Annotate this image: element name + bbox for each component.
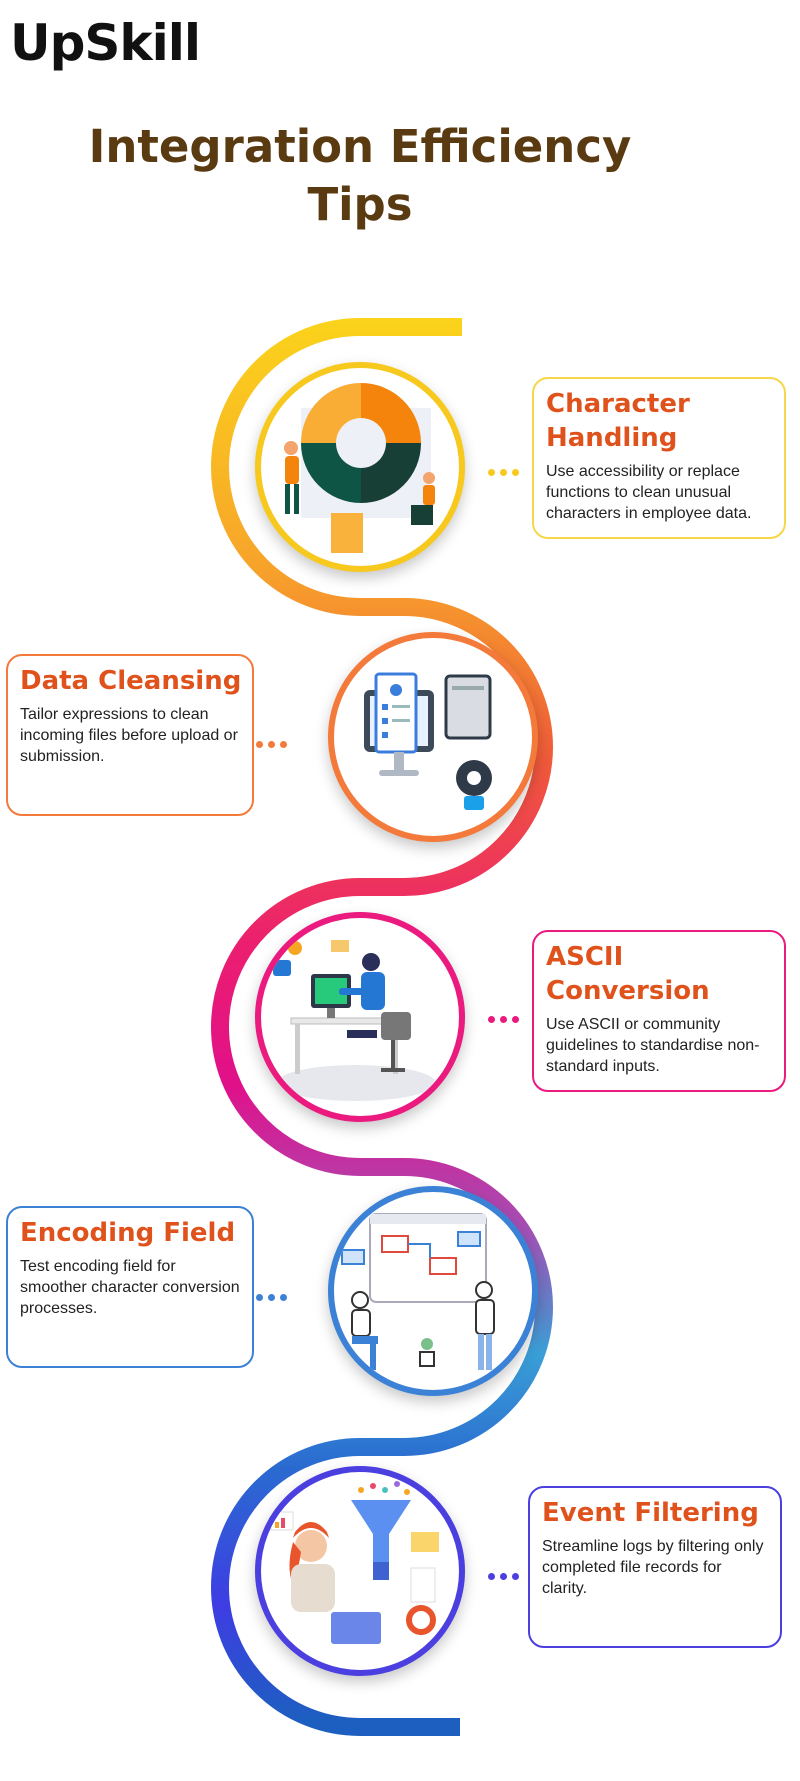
monitor-files-gear-icon xyxy=(364,672,492,810)
tip-1-card: Character Handling Use accessibility or … xyxy=(532,377,786,539)
tip-3-heading-line1: ASCII xyxy=(546,942,624,972)
tip-2-card: Data Cleansing Tailor expressions to cle… xyxy=(6,654,254,816)
upskill-logo[interactable]: UpSkill xyxy=(10,14,201,72)
tip-2-heading: Data Cleansing xyxy=(20,664,242,698)
tip-3-card: ASCII Conversion Use ASCII or community … xyxy=(532,930,786,1092)
tip-1-heading-line2: Handling xyxy=(546,423,678,453)
tip-4-card: Encoding Field Test encoding field for s… xyxy=(6,1206,254,1368)
tip-4-heading: Encoding Field xyxy=(20,1216,242,1250)
tip-2-connector-dots xyxy=(256,735,292,753)
tip-3-heading-line2: Conversion xyxy=(546,976,710,1006)
tip-4-heading-line1: Encoding Field xyxy=(20,1218,236,1248)
tip-2-heading-line1: Data Cleansing xyxy=(20,666,242,696)
tip-1-connector-dots xyxy=(488,463,524,481)
tip-5-heading: Event Filtering xyxy=(542,1496,770,1530)
tip-5-card: Event Filtering Streamline logs by filte… xyxy=(528,1486,782,1648)
tip-4-connector-dots xyxy=(256,1288,292,1306)
tip-5-connector-dots xyxy=(488,1567,524,1585)
tip-3-heading: ASCII Conversion xyxy=(546,940,774,1008)
tip-5-image-circle xyxy=(255,1466,465,1676)
tip-2-body: Tailor expressions to clean incoming fil… xyxy=(20,706,238,765)
person-at-desk-icon xyxy=(273,940,436,1101)
page-title-line2: Tips xyxy=(307,178,413,231)
logo-text: UpSkill xyxy=(10,14,201,72)
tip-3-body: Use ASCII or community guidelines to sta… xyxy=(546,1016,760,1075)
flowchart-team-icon xyxy=(341,1213,495,1370)
tip-3-image-circle xyxy=(255,912,465,1122)
page-title: Integration Efficiency Tips xyxy=(60,118,660,234)
tip-1-image-circle xyxy=(255,362,465,572)
tip-1-body: Use accessibility or replace functions t… xyxy=(546,463,752,522)
pie-chart-people-icon xyxy=(284,383,435,553)
tip-5-heading-line1: Event Filtering xyxy=(542,1498,759,1528)
tip-1-heading-line1: Character xyxy=(546,389,690,419)
tip-4-body: Test encoding field for smoother charact… xyxy=(20,1258,240,1317)
funnel-analyst-icon xyxy=(270,1481,439,1644)
tip-4-image-circle xyxy=(328,1186,538,1396)
tip-3-connector-dots xyxy=(488,1010,524,1028)
page-title-line1: Integration Efficiency xyxy=(88,120,632,173)
tip-2-image-circle xyxy=(328,632,538,842)
tip-1-heading: Character Handling xyxy=(546,387,774,455)
tip-5-body: Streamline logs by filtering only comple… xyxy=(542,1538,764,1597)
